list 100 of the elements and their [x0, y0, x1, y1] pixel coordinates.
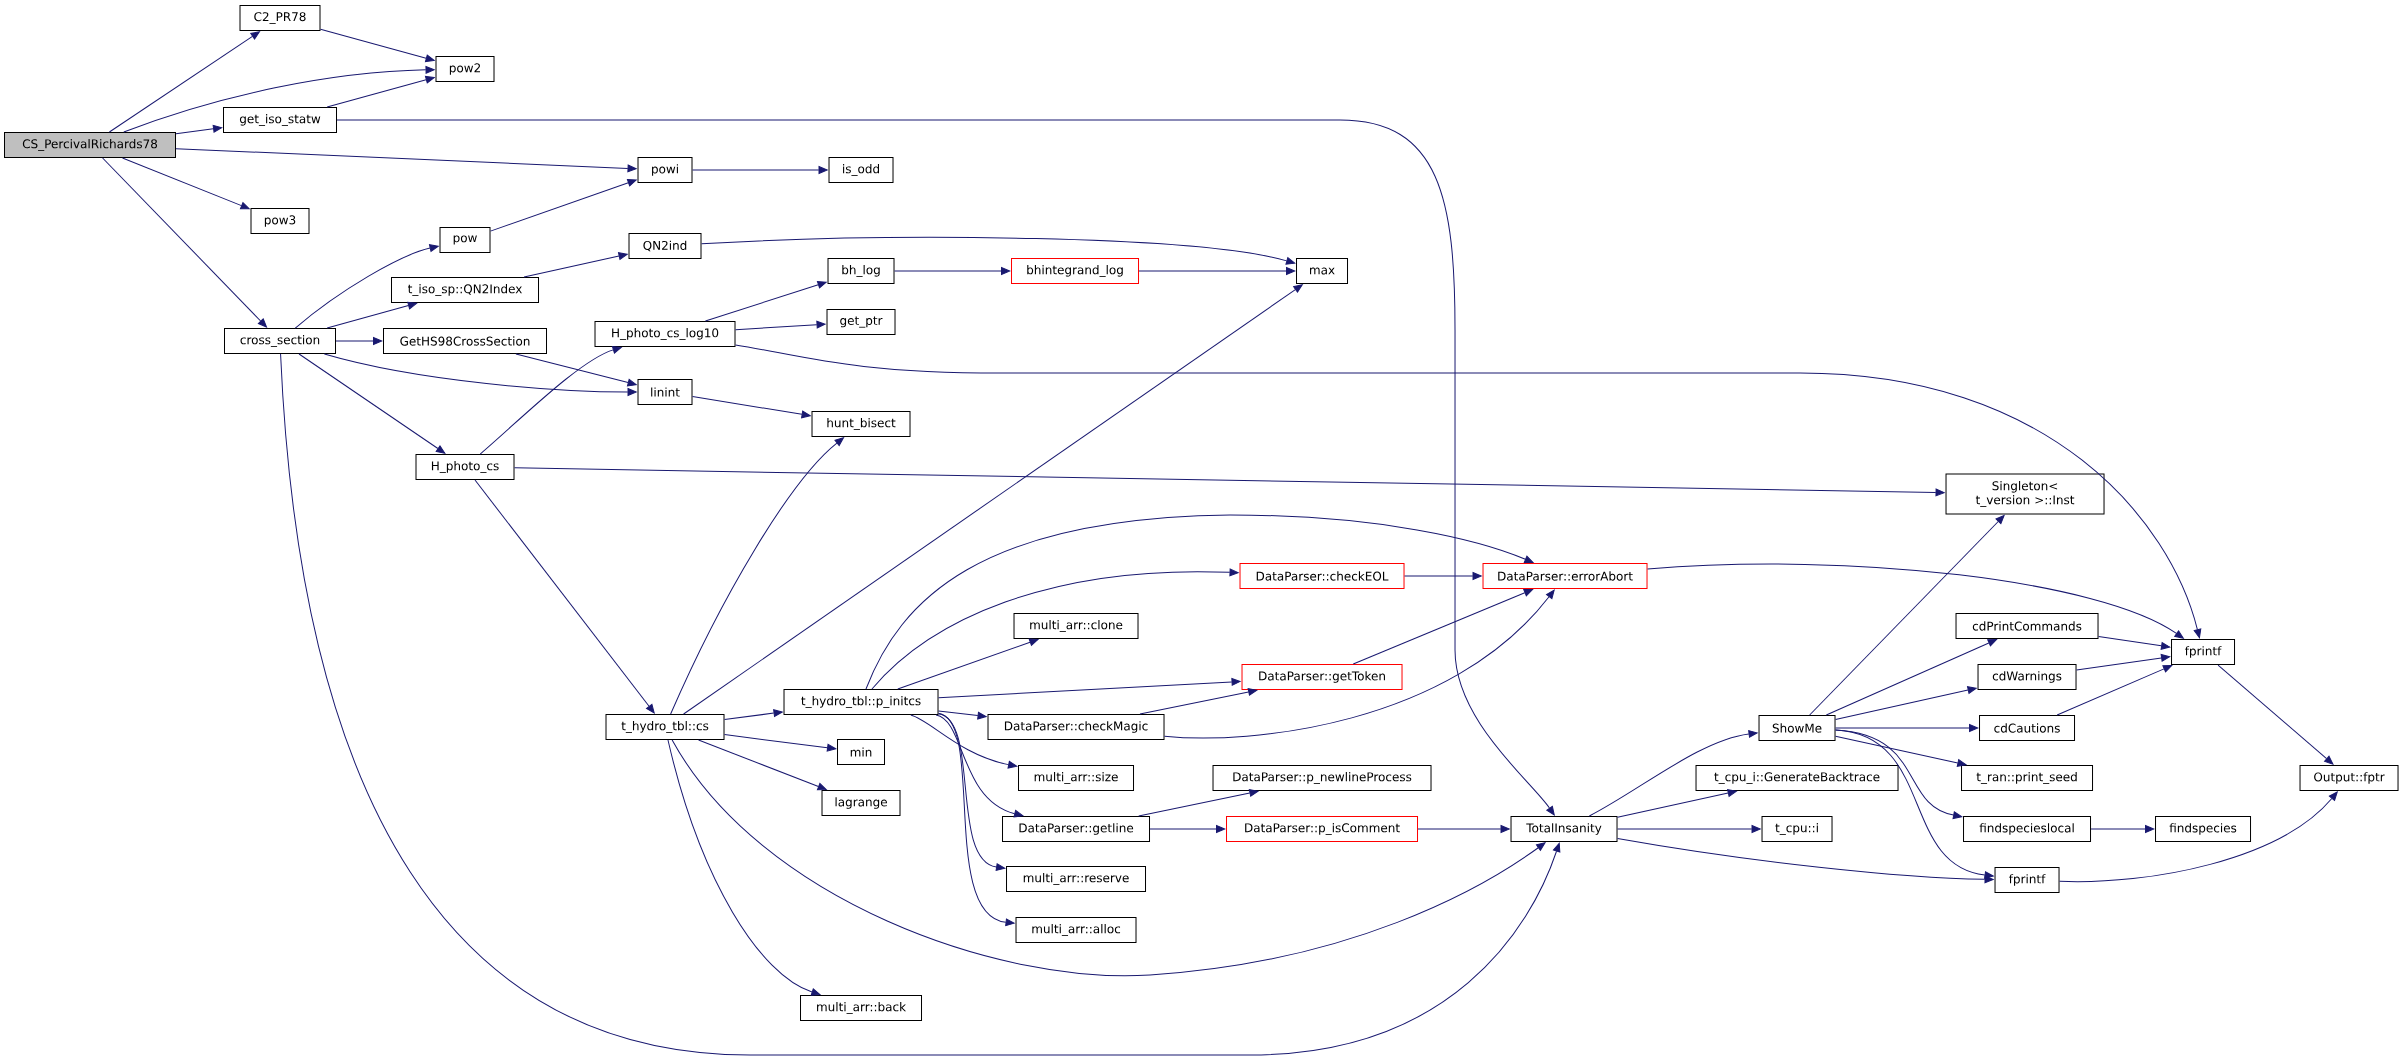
function-box: multi_arr::back	[800, 995, 922, 1021]
arrow	[724, 734, 837, 752]
arrow	[479, 346, 622, 455]
function-box: findspecieslocal	[1963, 816, 2092, 842]
function-box: lagrange	[821, 790, 901, 816]
arrow	[735, 344, 2202, 639]
arrow	[280, 353, 1561, 1056]
function-box: multi_arr::alloc	[1015, 917, 1137, 943]
function-box: cross_section	[224, 328, 336, 354]
arrow	[326, 75, 435, 108]
arrow	[1825, 639, 1997, 716]
arrow	[2098, 636, 2171, 650]
function-box: t_ran::print_seed	[1961, 765, 2094, 791]
function-box: DataParser::checkMagic	[987, 714, 1165, 740]
function-box: cdPrintCommands	[1955, 613, 2099, 639]
function-box: pow3	[250, 208, 310, 234]
arrow	[938, 712, 1015, 927]
arrow	[514, 467, 1945, 497]
arrow	[320, 28, 435, 63]
arrow	[175, 148, 637, 173]
arrow	[683, 284, 1303, 715]
function-box: t_cpu::i	[1761, 816, 1833, 842]
function-box: DataParser::checkEOL	[1239, 563, 1405, 589]
arrow	[2059, 791, 2338, 883]
function-box: multi_arr::clone	[1013, 613, 1139, 639]
arrow	[910, 714, 1018, 769]
arrow	[1617, 825, 1761, 833]
arrow	[935, 714, 1024, 818]
function-box: pow	[439, 227, 491, 253]
arrow	[2217, 664, 2334, 765]
arrow	[1835, 729, 1994, 879]
function-box: max	[1296, 258, 1348, 284]
function-box: t_hydro_tbl::p_initcs	[783, 689, 939, 715]
arrow	[1835, 686, 1977, 720]
arrow	[1138, 789, 1259, 817]
arrow	[871, 568, 1239, 690]
function-box: Output::fptr	[2299, 765, 2399, 791]
arrow	[1617, 838, 1994, 884]
function-box: pow2	[435, 56, 495, 82]
arrow	[1417, 825, 1510, 833]
arrow	[938, 678, 1241, 699]
arrow	[326, 301, 418, 329]
function-box: bhintegrand_log	[1011, 258, 1139, 284]
function-box: QN2ind	[628, 233, 702, 259]
arrow	[123, 66, 435, 133]
function-box: DataParser::getToken	[1241, 664, 1403, 690]
function-box: ShowMe	[1758, 715, 1836, 741]
function-box: get_ptr	[826, 309, 896, 335]
function-box: multi_arr::size	[1018, 765, 1134, 791]
function-box: DataParser::p_newlineProcess	[1212, 765, 1432, 791]
arrow	[1139, 688, 1258, 715]
function-box: powi	[637, 157, 693, 183]
arrow	[474, 479, 655, 714]
arrow	[894, 267, 1011, 275]
arrow	[490, 179, 637, 232]
function-box: hunt_bisect	[811, 411, 911, 437]
arrow	[2090, 825, 2155, 833]
arrow	[670, 437, 844, 715]
arrow	[1588, 730, 1758, 817]
function-box: DataParser::errorAbort	[1482, 563, 1648, 589]
function-box: t_hydro_tbl::cs	[605, 714, 725, 740]
function-box: fprintf	[1994, 867, 2060, 893]
function-box: H_photo_cs_log10	[594, 321, 736, 347]
arrow	[294, 244, 439, 329]
arrow	[1809, 514, 2005, 716]
function-box: fprintf	[2171, 639, 2236, 665]
arrow	[1164, 589, 1555, 739]
arrow	[1835, 735, 1967, 767]
arrow	[1352, 589, 1534, 665]
function-box: t_cpu_i::GenerateBacktrace	[1695, 765, 1899, 791]
arrow	[1149, 825, 1226, 833]
arrow	[692, 166, 828, 174]
arrow	[1617, 789, 1737, 818]
arrow	[692, 396, 811, 419]
function-box: cdCautions	[1979, 715, 2076, 741]
arrow	[122, 157, 250, 210]
function-box: min	[837, 739, 885, 765]
arrow	[108, 31, 260, 133]
arrow	[865, 514, 1534, 690]
arrow	[1647, 563, 2184, 639]
arrow	[735, 320, 826, 331]
function-box: TotalInsanity	[1510, 816, 1618, 842]
function-box: findspecies	[2155, 816, 2252, 842]
arrow	[698, 739, 827, 791]
function-box: H_photo_cs	[415, 454, 515, 480]
arrow	[724, 709, 783, 720]
arrow	[335, 337, 383, 345]
arrow	[938, 713, 1006, 871]
arrow	[897, 638, 1039, 690]
arrow	[1138, 267, 1296, 275]
arrow	[523, 252, 628, 278]
function-box: cdWarnings	[1977, 664, 2077, 690]
function-box: t_iso_sp::QN2Index	[391, 277, 539, 303]
arrow	[102, 157, 267, 328]
function-box: GetHS98CrossSection	[383, 328, 547, 354]
arrow	[2056, 665, 2173, 716]
arrow	[704, 280, 827, 322]
function-box: DataParser::getline	[1002, 816, 1150, 842]
function-box: linint	[637, 379, 693, 405]
arrow	[671, 739, 1546, 977]
